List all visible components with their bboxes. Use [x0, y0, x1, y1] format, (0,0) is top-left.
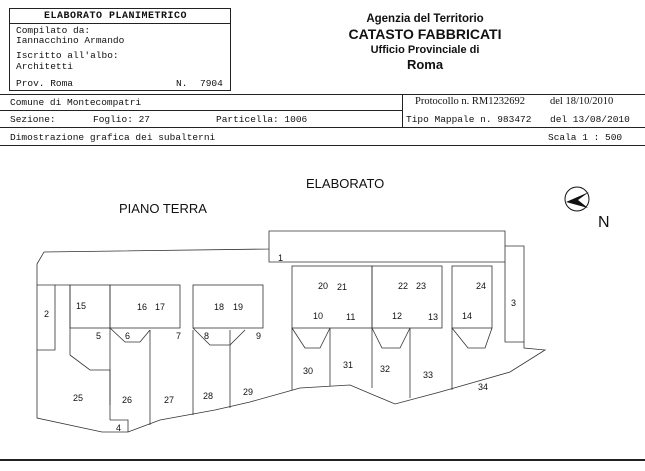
plan-outline — [36, 230, 547, 433]
unit-label: 26 — [122, 395, 132, 405]
unit-label: 9 — [256, 331, 261, 341]
unit-label: 7 — [176, 331, 181, 341]
unit-label: 12 — [392, 311, 402, 321]
unit-label: 5 — [96, 331, 101, 341]
tipo-mappale: Tipo Mappale n. 983472 — [406, 114, 532, 125]
description: Dimostrazione grafica dei subalterni — [10, 132, 216, 143]
info-top-rule — [0, 94, 645, 95]
garage-block-d — [291, 265, 373, 329]
unit-label: 24 — [476, 281, 486, 291]
unit-label: 15 — [76, 301, 86, 311]
unit-label: 1 — [278, 253, 283, 263]
unit-label: 3 — [511, 298, 516, 308]
unit-label: 34 — [478, 382, 488, 392]
unit-label: 4 — [116, 423, 121, 433]
number-value: 7904 — [200, 78, 223, 89]
unit-label: 28 — [203, 391, 213, 401]
unit-label: 30 — [303, 366, 313, 376]
agency-block: Agenzia del Territorio CATASTO FABBRICAT… — [300, 12, 550, 73]
office-city: Roma — [406, 57, 444, 72]
info-mid-rule — [0, 110, 402, 111]
unit-label: 29 — [243, 387, 253, 397]
title-underline — [10, 23, 230, 24]
sezione: Sezione: — [10, 114, 56, 125]
unit-label: 21 — [337, 282, 347, 292]
compiler-box: ELABORATO PLANIMETRICO Compilato da: Ian… — [9, 8, 231, 91]
unit-label: 2 — [44, 309, 49, 319]
garage-block-e — [371, 265, 443, 329]
office-label: Ufficio Provinciale di — [370, 44, 480, 56]
unit-label: 33 — [423, 370, 433, 380]
registered-value: Architetti — [16, 61, 74, 72]
unit-label: 27 — [164, 395, 174, 405]
roof-line — [268, 249, 505, 263]
north-label: N — [598, 214, 610, 231]
unit-label: 14 — [462, 311, 472, 321]
floor-plan: 1 2 3 4 5 6 7 8 9 10 11 12 13 14 15 16 1… — [36, 230, 547, 433]
scale: Scala 1 : 500 — [548, 132, 623, 143]
comune: Comune di Montecompatri — [10, 97, 142, 108]
unit-label: 25 — [73, 393, 83, 403]
plan-floor-label: PIANO TERRA — [119, 201, 207, 216]
unit-label: 20 — [318, 281, 328, 291]
unit-label: 32 — [380, 364, 390, 374]
foglio: Foglio: 27 — [93, 114, 151, 125]
garage-block-f — [451, 265, 493, 329]
unit-4-boundary — [110, 419, 129, 432]
info-vertical-divider — [402, 94, 403, 127]
document-title: ELABORATO PLANIMETRICO — [44, 11, 188, 22]
compiled-name: Iannacchino Armando — [16, 35, 125, 46]
garage-block-c — [192, 284, 264, 329]
passage-3 — [291, 327, 331, 349]
protocollo: Protocollo n. RM1232692 — [415, 96, 525, 107]
tipo-date: del 13/08/2010 — [550, 114, 630, 125]
unit-label: 31 — [343, 360, 353, 370]
protocollo-date: del 18/10/2010 — [550, 96, 614, 107]
unit-label: 22 — [398, 281, 408, 291]
unit-label: 13 — [428, 312, 438, 322]
unit-label: 18 — [214, 302, 224, 312]
unit-label: 11 — [346, 312, 355, 322]
outer-boundary — [36, 230, 547, 433]
unit-label: 6 — [125, 331, 130, 341]
info-bottom-rule — [0, 127, 645, 128]
province: Prov. Roma — [16, 78, 74, 89]
unit-label: 8 — [204, 331, 209, 341]
passage-4 — [371, 327, 411, 349]
north-arrow-icon — [564, 186, 590, 212]
catasto-title: CATASTO FABBRICATI — [348, 26, 502, 42]
plan-elaborato-label: ELABORATO — [306, 176, 385, 191]
unit-label: 17 — [155, 302, 165, 312]
compiled-label: Compilato da: — [16, 25, 91, 36]
particella: Particella: 1006 — [216, 114, 308, 125]
unit-label: 19 — [233, 302, 243, 312]
number-label: N. — [176, 78, 188, 89]
unit-label: 23 — [416, 281, 426, 291]
passage-2 — [192, 327, 246, 346]
registered-label: Iscritto all'albo: — [16, 50, 119, 61]
page-bottom-rule — [0, 459, 645, 461]
garage-block-b — [109, 284, 181, 329]
unit-3-boundary — [504, 246, 524, 343]
unit-2-boundary — [37, 284, 56, 351]
plan-top-rule — [0, 145, 645, 146]
unit-numbers: 1 2 3 4 5 6 7 8 9 10 11 12 13 14 15 16 1… — [44, 253, 516, 433]
unit-label: 10 — [313, 311, 323, 321]
passage-1 — [109, 327, 151, 343]
passage-5 — [451, 327, 493, 349]
agency-name: Agenzia del Territorio — [366, 13, 484, 25]
unit-label: 16 — [137, 302, 147, 312]
